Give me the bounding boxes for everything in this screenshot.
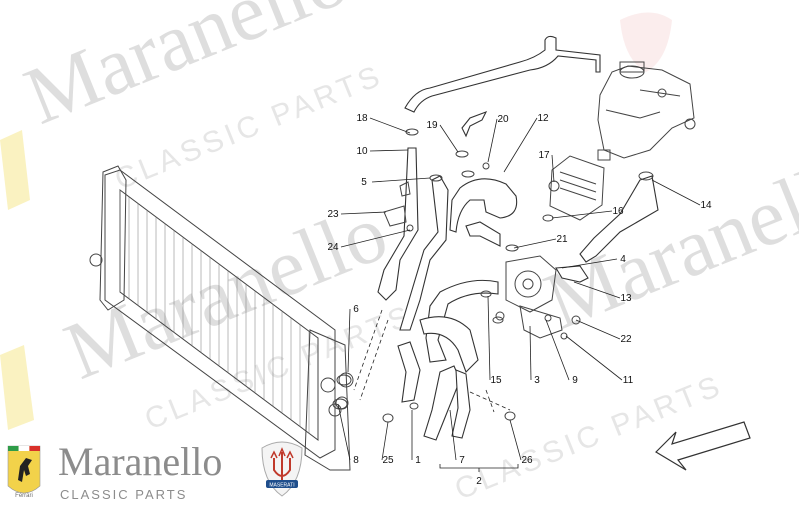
part-label-6: 6 xyxy=(353,304,359,315)
leader-line-19 xyxy=(439,124,459,153)
ferrari-badge-text: Ferrari xyxy=(15,493,33,499)
part-label-21: 21 xyxy=(556,234,568,245)
watermark-word-right: Maranello xyxy=(533,136,799,347)
leader-line-23 xyxy=(340,211,387,215)
part-label-10: 10 xyxy=(356,146,368,157)
leader-line-13 xyxy=(573,281,621,299)
trident-icon: MASERATI xyxy=(261,441,303,497)
leader-line-6 xyxy=(347,308,351,373)
leader-line-15 xyxy=(487,295,491,381)
leader-line-4 xyxy=(561,258,618,269)
maserati-badge-text: MASERATI xyxy=(269,483,294,489)
part-label-14: 14 xyxy=(700,200,712,211)
maserati-shield-faded-icon xyxy=(620,12,672,72)
leader-line-22 xyxy=(575,319,621,340)
part-labels: 1234567891011121314151617181920212223242… xyxy=(327,113,712,487)
leader-line-17 xyxy=(551,154,555,183)
leader-line-7 xyxy=(449,409,457,461)
leader-line-8 xyxy=(337,403,351,461)
brand-subtitle: CLASSIC PARTS xyxy=(60,487,187,502)
leader-line-10 xyxy=(369,149,409,152)
ferrari-shield-faded-icon xyxy=(0,130,30,210)
brand-name: Maranello xyxy=(58,439,222,484)
brand-logo: Ferrari Maranello CLASSIC PARTS MASERATI xyxy=(7,439,303,502)
leader-line-12 xyxy=(503,117,538,173)
radiator xyxy=(89,165,354,471)
part-label-25: 25 xyxy=(382,455,394,466)
part-label-16: 16 xyxy=(612,206,624,217)
part-label-4: 4 xyxy=(620,254,626,265)
leader-line-16 xyxy=(551,210,613,219)
part-label-11: 11 xyxy=(623,375,634,386)
part-label-15: 15 xyxy=(490,375,502,386)
part-label-1: 1 xyxy=(415,455,421,466)
part-label-7: 7 xyxy=(459,455,465,466)
upper-pipe xyxy=(404,35,601,138)
leader-line-25 xyxy=(381,421,389,461)
heat-exchanger xyxy=(548,155,605,221)
expansion-tank xyxy=(597,61,696,161)
part-label-5: 5 xyxy=(361,177,367,188)
part-label-23: 23 xyxy=(327,209,339,220)
leader-line-5 xyxy=(371,177,431,183)
part-label-3: 3 xyxy=(534,375,540,386)
leader-line-20 xyxy=(487,118,498,163)
leader-line-26 xyxy=(509,419,522,461)
part-label-2: 2 xyxy=(476,476,482,487)
group-bracket xyxy=(439,464,519,472)
prancing-horse-icon: Ferrari xyxy=(7,445,41,499)
ferrari-shield-faded-icon-2 xyxy=(0,345,34,430)
part-label-8: 8 xyxy=(353,455,359,466)
leader-line-14 xyxy=(651,179,701,206)
leader-line-21 xyxy=(513,238,557,249)
direction-arrow-icon xyxy=(655,421,751,471)
part-label-9: 9 xyxy=(572,375,578,386)
hidden-lines xyxy=(353,309,511,413)
part-label-19: 19 xyxy=(426,120,438,131)
part-label-20: 20 xyxy=(497,114,509,125)
part-label-24: 24 xyxy=(327,242,339,253)
part-label-18: 18 xyxy=(356,113,368,124)
watermark-subtitle-right: CLASSIC PARTS xyxy=(450,369,728,505)
part-label-17: 17 xyxy=(538,150,550,161)
leader-line-24 xyxy=(340,229,411,248)
part-label-22: 22 xyxy=(620,334,632,345)
watermark-layer: Maranello CLASSIC PARTS Maranello CLASSI… xyxy=(13,0,799,505)
part-label-26: 26 xyxy=(521,455,533,466)
hoses xyxy=(377,147,659,441)
part-label-13: 13 xyxy=(620,293,632,304)
leader-line-11 xyxy=(565,335,623,381)
leader-line-9 xyxy=(545,319,570,381)
watermark-shields xyxy=(0,12,672,430)
part-label-12: 12 xyxy=(537,113,549,124)
leader-line-3 xyxy=(529,325,532,381)
leader-line-18 xyxy=(369,117,411,134)
